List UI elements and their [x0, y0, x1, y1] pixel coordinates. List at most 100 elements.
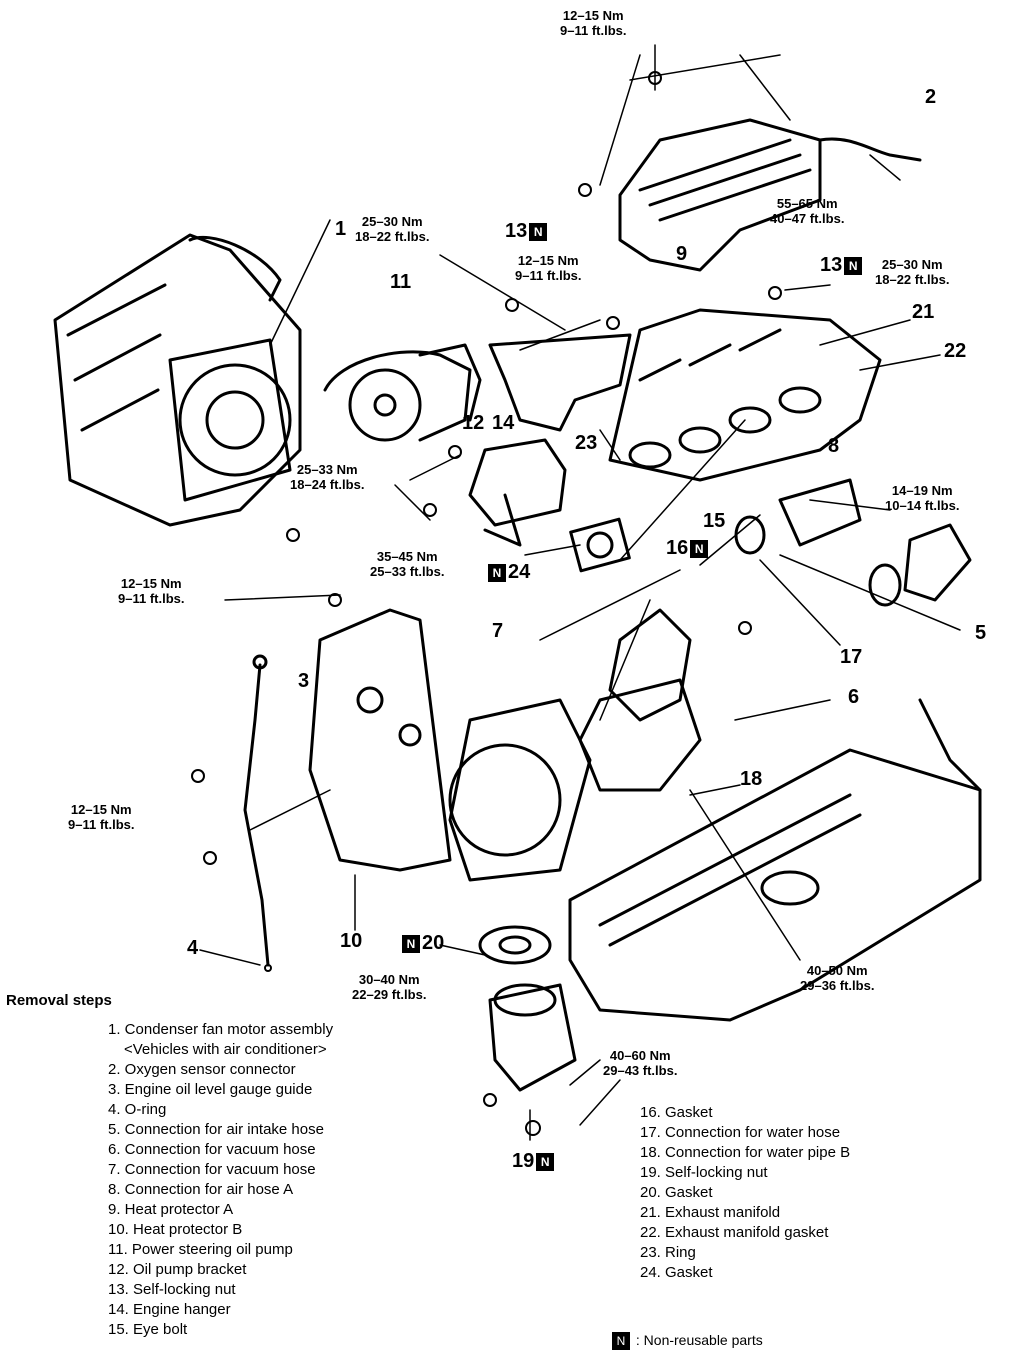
step-item: 23. Ring — [640, 1244, 696, 1261]
callout-12: 12 — [462, 412, 485, 434]
step-item: 8. Connection for air hose A — [108, 1181, 294, 1198]
step-item: 7. Connection for vacuum hose — [108, 1161, 316, 1178]
torque-ftlbs: 25–33 ft.lbs. — [370, 564, 445, 579]
non-reusable-icon: N — [488, 563, 506, 582]
torque-nm: 40–60 Nm — [609, 1048, 671, 1063]
torque-nm: 14–19 Nm — [891, 483, 953, 498]
torque-nm: 12–15 Nm — [517, 253, 579, 268]
removal-steps-title: Removal steps — [6, 992, 112, 1009]
heat-protector-a — [618, 118, 822, 272]
torque-nm: 35–45 Nm — [376, 549, 438, 564]
step-item: 11. Power steering oil pump — [108, 1241, 293, 1258]
callout-2: 2 — [925, 86, 937, 108]
torque-ftlbs: 18–22 ft.lbs. — [355, 229, 430, 244]
callout-19-number: 19 — [512, 1150, 535, 1172]
step-item: 18. Connection for water pipe B — [640, 1144, 851, 1161]
air-intake-hose — [903, 523, 972, 602]
step-item: 19. Self-locking nut — [640, 1164, 768, 1181]
step-item: 9. Heat protector A — [108, 1201, 234, 1218]
torque-ftlbs: 9–11 ft.lbs. — [560, 23, 627, 38]
torque-ftlbs: 18–22 ft.lbs. — [875, 272, 950, 287]
callout-5: 5 — [975, 622, 987, 644]
step-item: 12. Oil pump bracket — [108, 1261, 247, 1278]
power-steering-pump — [323, 343, 482, 442]
step-item: 10. Heat protector B — [108, 1221, 243, 1238]
non-reusable-icon: N — [402, 934, 420, 953]
torque-nm: 30–40 Nm — [358, 972, 420, 987]
torque-ftlbs: 9–11 ft.lbs. — [68, 817, 135, 832]
callout-24-number: 24 — [508, 561, 531, 583]
step-item: 6. Connection for vacuum hose — [108, 1141, 316, 1158]
callout-23: 23 — [575, 432, 598, 454]
callout-20-number: 20 — [422, 932, 445, 954]
step-item: 21. Exhaust manifold — [640, 1204, 781, 1221]
non-reusable-icon: N — [612, 1332, 630, 1351]
torque-ftlbs: 9–11 ft.lbs. — [515, 268, 582, 283]
callout-1: 1 — [335, 218, 347, 240]
removal-steps-left: 1. Condenser fan motor assembly <Vehicle… — [108, 1020, 333, 1340]
callout-13a-number: 13 — [505, 220, 528, 242]
oil-level-gauge-guide — [243, 663, 270, 967]
callout-21: 21 — [912, 301, 935, 323]
torque-nm: 25–33 Nm — [296, 462, 358, 477]
step-item: 1. Condenser fan motor assembly — [108, 1021, 334, 1038]
torque-ftlbs: 29–36 ft.lbs. — [800, 978, 875, 993]
torque-ftlbs: 40–47 ft.lbs. — [770, 211, 845, 226]
callout-3: 3 — [298, 670, 310, 692]
torque-nm: 12–15 Nm — [562, 8, 624, 23]
torque-nm: 25–30 Nm — [881, 257, 943, 272]
callout-14: 14 — [492, 412, 515, 434]
callout-13b-number: 13 — [820, 254, 843, 276]
legend-text: : Non-reusable parts — [635, 1332, 763, 1348]
step-item: 3. Engine oil level gauge guide — [108, 1081, 313, 1098]
callout-22: 22 — [944, 340, 967, 362]
non-reusable-icon: N — [536, 1152, 555, 1171]
callout-11: 11 — [390, 271, 412, 293]
heat-protector-b — [308, 608, 452, 872]
torque-ftlbs: 29–43 ft.lbs. — [603, 1063, 678, 1078]
engine-hanger — [488, 333, 632, 432]
step-item: 5. Connection for air intake hose — [108, 1121, 324, 1138]
turbocharger — [448, 608, 702, 882]
step-item: 24. Gasket — [640, 1264, 713, 1281]
exhaust-manifold — [608, 308, 882, 482]
engine-block — [568, 748, 982, 1022]
torque-ftlbs: 9–11 ft.lbs. — [118, 591, 185, 606]
torque-nm: 25–30 Nm — [361, 214, 423, 229]
non-reusable-icon: N — [690, 539, 709, 558]
callout-7: 7 — [492, 620, 504, 642]
torque-ftlbs: 10–14 ft.lbs. — [885, 498, 960, 513]
gasket-24 — [569, 517, 631, 573]
air-hose-a — [778, 478, 862, 547]
step-item: 16. Gasket — [640, 1104, 713, 1121]
callout-10: 10 — [340, 930, 363, 952]
torque-nm: 12–15 Nm — [120, 576, 182, 591]
torque-ftlbs: 18–24 ft.lbs. — [290, 477, 365, 492]
callout-6: 6 — [848, 686, 860, 708]
step-item: 20. Gasket — [640, 1184, 713, 1201]
legend: N : Non-reusable parts — [610, 1332, 763, 1351]
torque-nm: 40–50 Nm — [806, 963, 868, 978]
condenser-fan-assembly — [53, 233, 302, 527]
step-item: 2. Oxygen sensor connector — [108, 1061, 296, 1078]
oil-pump-bracket — [468, 438, 567, 547]
torque-ftlbs: 22–29 ft.lbs. — [352, 987, 427, 1002]
